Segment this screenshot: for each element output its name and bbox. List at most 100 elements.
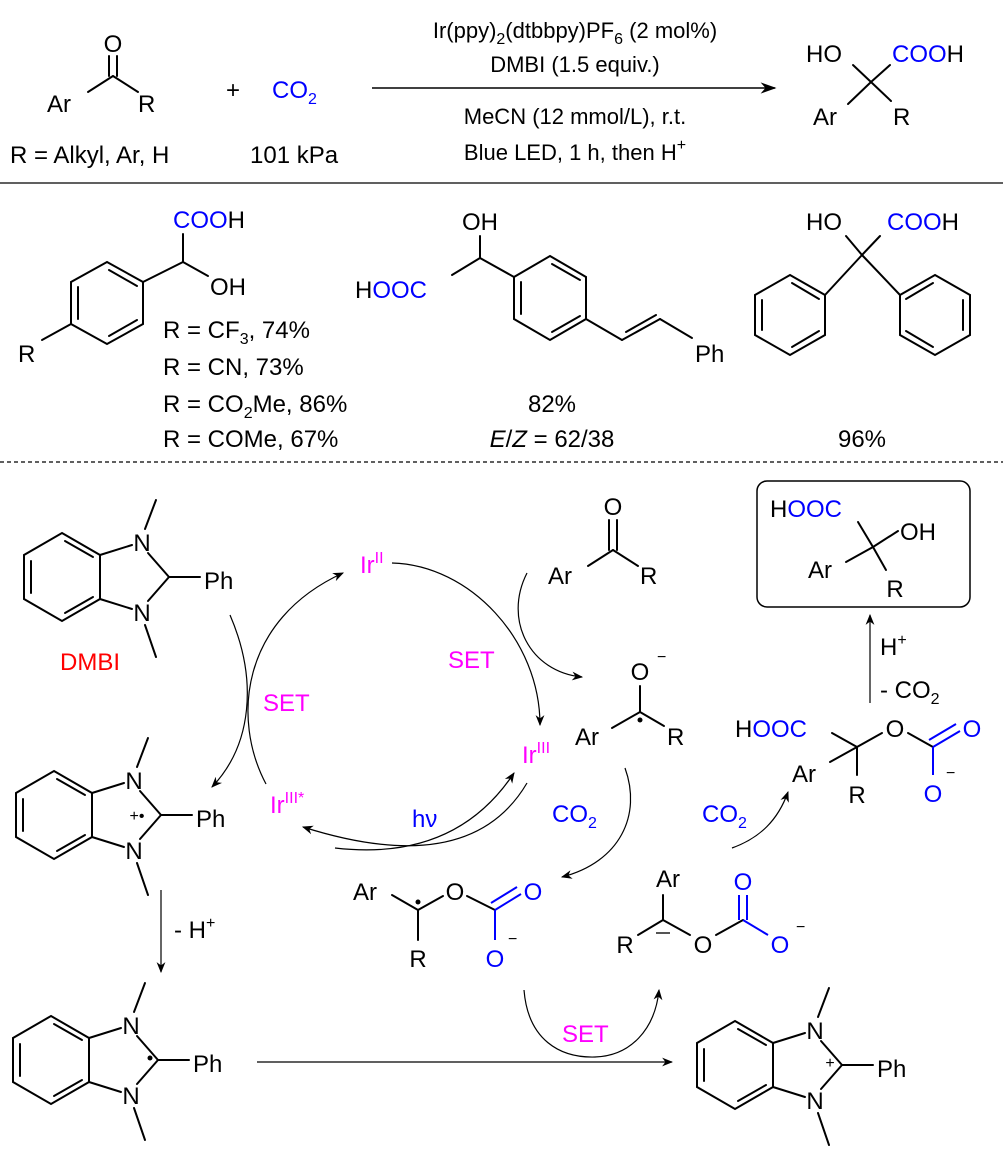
reactant-ketone: O Ar R R = Alkyl, Ar, H: [10, 31, 169, 169]
r-label: R: [18, 341, 35, 368]
dmbi-cation: +: [696, 987, 908, 1146]
r-label: R: [886, 576, 903, 603]
yield-entry: R = CN, 73%: [163, 354, 304, 381]
dmbi-label: DMBI: [60, 649, 120, 676]
dmbi-radical: [12, 982, 224, 1141]
deprotonation-label: - H+: [174, 915, 215, 944]
carboxyl-label: HOOC: [735, 716, 807, 743]
arc-arrow-ketone-reduction: [517, 572, 584, 681]
carboxylated-carbonate: HOOC O O O − Ar R: [735, 716, 981, 809]
aryl-label: Ar: [813, 104, 837, 131]
hydroxy-label: OH: [900, 519, 936, 546]
carboxyl-label: COOH: [887, 209, 959, 236]
carbonyl-oxygen: O: [524, 879, 543, 906]
radical-dot: [147, 1055, 153, 1061]
co2-pressure: 101 kPa: [250, 142, 339, 169]
arc-arrow-irII-to-irIII: [391, 562, 545, 727]
yield-entry: R = CF3, 74%: [163, 317, 310, 348]
arc-arrow-set-bottom: [523, 988, 663, 1058]
ez-ratio: E/Z = 62/38: [490, 426, 615, 453]
co2-reagent: CO2: [272, 77, 317, 108]
co2-label: CO2: [702, 801, 747, 832]
arrow-excitation: [334, 772, 515, 851]
catalyst-condition: Ir(ppy)2(dtbbpy)PF6 (2 mol%): [433, 18, 717, 48]
iridium-III-label: IrIII: [522, 740, 550, 769]
yield-label: 82%: [528, 391, 576, 418]
example-benzilic-acid: HO COOH 96%: [754, 209, 971, 453]
carboxylate-oxygen: O: [486, 946, 505, 973]
decarboxylation-label: - CO2: [880, 677, 940, 708]
aryl-label: Ar: [792, 761, 816, 788]
carboxylate-oxygen: O: [924, 781, 943, 808]
carboxyl-label: HOOC: [770, 496, 842, 523]
negative-charge: −: [657, 649, 666, 666]
dmbi-radical-cation: +•: [15, 737, 227, 896]
yield-entry: R = CO2Me, 86%: [163, 391, 347, 422]
arc-arrow-irIII-to-irII: [247, 572, 345, 785]
aryl-label: Ar: [548, 563, 572, 590]
substituent-scope: R = Alkyl, Ar, H: [10, 142, 169, 169]
r-label: R: [848, 782, 865, 809]
oxygen-atom: O: [446, 879, 465, 906]
set-label-bottom: SET: [562, 1021, 609, 1048]
set-label-left: SET: [263, 690, 310, 717]
iridium-III-excited-label: IrIII*: [270, 790, 304, 819]
light-condition: Blue LED, 1 h, then H+: [464, 137, 686, 165]
arc-arrow-dmbi-oxidation: [211, 614, 248, 788]
negative-charge: −: [796, 919, 805, 936]
hydroxy-label: HO: [806, 41, 842, 68]
aryl-label: Ar: [575, 724, 599, 751]
oxygen-atom: O: [886, 716, 905, 743]
r-label: R: [640, 563, 657, 590]
example-aryl-mandelic-acids: COOH OH R R = CF3, 74% R = CN, 73% R = C…: [18, 207, 347, 453]
radical-cation-mark: +•: [130, 808, 145, 825]
carbonyl-oxygen: O: [734, 869, 753, 896]
aryl-label: Ar: [656, 866, 680, 893]
negative-charge: −: [946, 765, 955, 782]
radical-dot: [415, 899, 421, 905]
phenyl-label: Ph: [695, 341, 724, 368]
carboxyl-label: COOH: [173, 207, 245, 234]
negative-charge: −: [508, 931, 517, 948]
radical-dot: [637, 717, 643, 723]
carboxyl-label: COOH: [892, 41, 964, 68]
dmbi-structure: DMBI: [23, 499, 235, 676]
hydroxy-label: OH: [210, 274, 246, 301]
aryl-label: Ar: [808, 557, 832, 584]
r-label: R: [138, 91, 155, 118]
co2-label: CO2: [552, 801, 597, 832]
carboxylate-oxygen: O: [771, 932, 790, 959]
oxygen-atom: O: [694, 932, 713, 959]
oxygen-atom: O: [604, 494, 623, 521]
light-label: hν: [412, 806, 437, 833]
reductant-condition: DMBI (1.5 equiv.): [490, 52, 660, 77]
hydroxy-label: HO: [806, 209, 842, 236]
radical-carbonate: Ar O O O − R: [353, 879, 542, 973]
plus-sign: +: [226, 77, 240, 104]
yield-entry: R = COMe, 67%: [163, 426, 338, 453]
ketyl-radical-anion: O − Ar R: [575, 649, 684, 751]
example-stilbene-acid: OH HOOC Ph 82% E/Z = 62/38: [355, 209, 724, 453]
r-label: R: [409, 946, 426, 973]
aryl-label: Ar: [353, 879, 377, 906]
r-label: R: [616, 932, 633, 959]
hydroxy-label: OH: [462, 209, 498, 236]
set-label-right: SET: [448, 647, 495, 674]
aryl-label: Ar: [47, 91, 71, 118]
arc-arrow-co2-addition: [560, 767, 632, 879]
arc-arrow-second-co2: [731, 790, 789, 849]
iridium-II-label: IrII: [360, 550, 384, 579]
r-label: R: [667, 724, 684, 751]
solvent-condition: MeCN (12 mmol/L), r.t.: [464, 104, 686, 129]
carbonyl-oxygen: O: [963, 716, 982, 743]
oxygen-atom: O: [104, 31, 123, 58]
r-label: R: [893, 104, 910, 131]
arrow-relaxation: [301, 782, 528, 847]
yield-label: 96%: [838, 426, 886, 453]
oxygen-atom: O: [631, 659, 650, 686]
mechanism-ketone: O Ar R: [548, 494, 657, 590]
product-hydroxy-acid: HO COOH Ar R: [806, 41, 964, 131]
final-product-box: HOOC OH Ar R: [756, 480, 971, 608]
carbanion-carbonate: Ar R O O O −: [616, 866, 805, 959]
